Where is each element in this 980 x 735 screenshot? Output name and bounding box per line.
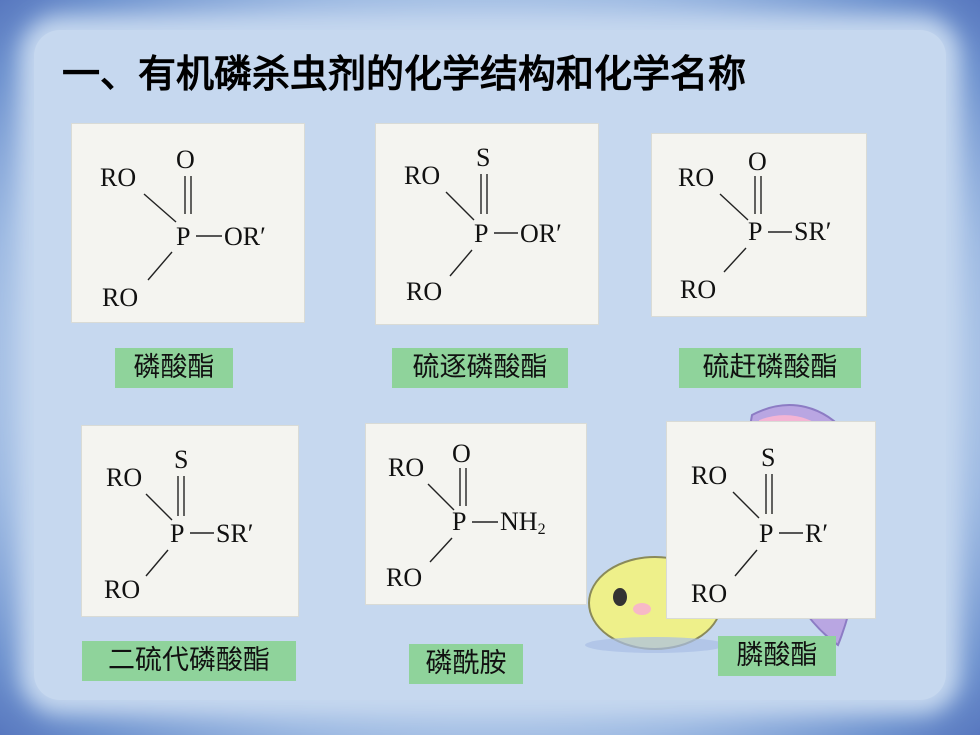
central-phosphorus: P xyxy=(474,219,488,248)
structure-card-thiono-phosphate: RO S P OR′ RO xyxy=(376,124,598,324)
structure-diagram: RO O P NH2 RO xyxy=(386,439,546,592)
name-label-dithio-phosphate: 二硫代磷酸酯 xyxy=(82,641,296,681)
structure-card-phosphoramide: RO O P NH2 RO xyxy=(366,424,586,604)
structure-card-phosphonate: RO S P R′ RO xyxy=(667,422,875,618)
upper-ro-group: RO xyxy=(388,453,424,482)
upper-ro-group: RO xyxy=(404,161,440,190)
substituent-group: SR′ xyxy=(216,519,254,548)
substituent-group: OR′ xyxy=(520,219,562,248)
slide-title: 一、有机磷杀虫剂的化学结构和化学名称 xyxy=(62,52,747,96)
substituent-group: SR′ xyxy=(794,217,832,246)
name-label-thiono-phosphate: 硫逐磷酸酯 xyxy=(392,348,568,388)
central-phosphorus: P xyxy=(748,217,762,246)
lower-ro-group: RO xyxy=(386,563,422,592)
central-phosphorus: P xyxy=(176,222,190,251)
structure-diagram: RO O P SR′ RO xyxy=(678,147,832,304)
lower-ro-group: RO xyxy=(104,575,140,604)
structure-card-dithio-phosphate: RO S P SR′ RO xyxy=(82,426,298,616)
lower-ro-group: RO xyxy=(406,277,442,306)
name-label-thiolo-phosphate: 硫赶磷酸酯 xyxy=(679,348,861,388)
name-label-phosphate: 磷酸酯 xyxy=(115,348,233,388)
top-atom: O xyxy=(176,145,195,174)
structure-diagram: RO S P OR′ RO xyxy=(404,143,562,306)
substituent-group: OR′ xyxy=(224,222,266,251)
lower-ro-group: RO xyxy=(680,275,716,304)
upper-ro-group: RO xyxy=(678,163,714,192)
upper-ro-group: RO xyxy=(106,463,142,492)
structure-diagram: RO S P SR′ RO xyxy=(104,445,254,604)
upper-ro-group: RO xyxy=(691,461,727,490)
central-phosphorus: P xyxy=(759,519,773,548)
lower-ro-group: RO xyxy=(691,579,727,608)
structure-diagram: RO S P R′ RO xyxy=(691,443,828,608)
structure-card-thiolo-phosphate: RO O P SR′ RO xyxy=(652,134,866,316)
substituent-group: R′ xyxy=(805,519,828,548)
name-label-phosphoramide: 磷酰胺 xyxy=(409,644,523,684)
substituent-group: NH2 xyxy=(500,507,546,538)
central-phosphorus: P xyxy=(170,519,184,548)
top-atom: S xyxy=(174,445,188,474)
top-atom: S xyxy=(761,443,775,472)
upper-ro-group: RO xyxy=(100,163,136,192)
central-phosphorus: P xyxy=(452,507,466,536)
top-atom: O xyxy=(748,147,767,176)
top-atom: S xyxy=(476,143,490,172)
structure-card-phosphate: RO O P OR′ RO xyxy=(72,124,304,322)
structure-diagram: RO O P OR′ RO xyxy=(100,145,266,312)
name-label-phosphonate: 膦酸酯 xyxy=(718,636,836,676)
top-atom: O xyxy=(452,439,471,468)
lower-ro-group: RO xyxy=(102,283,138,312)
